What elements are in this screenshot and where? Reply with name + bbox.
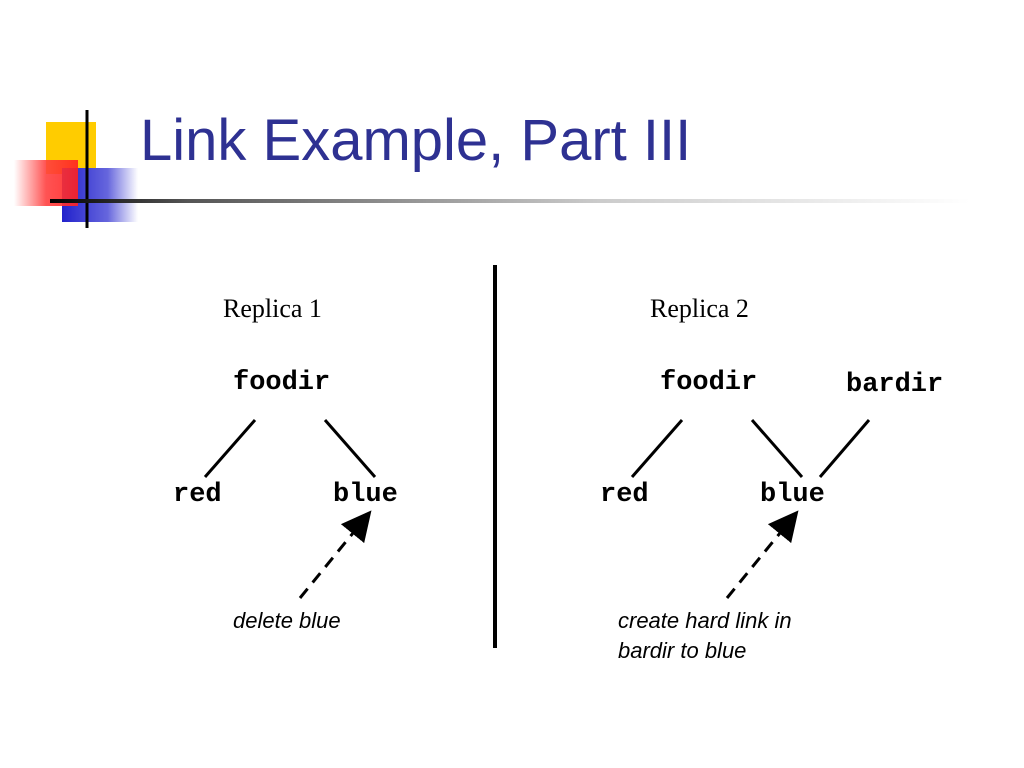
replica-1-label: Replica 1	[223, 294, 322, 323]
replica-1-blue: blue	[333, 480, 398, 510]
edge-foodir-blue-2	[750, 419, 804, 478]
edge-foodir-red-2	[630, 419, 684, 478]
replica-2-bardir: bardir	[846, 370, 944, 400]
replica-2-red: red	[600, 480, 649, 510]
replica-1-foodir: foodir	[233, 368, 331, 398]
replica-1-note: delete blue	[233, 606, 341, 636]
slide-title: Link Example, Part III	[140, 108, 692, 173]
replica-2-note-line-1: create hard link in	[618, 608, 792, 633]
replica-2-label: Replica 2	[650, 294, 749, 323]
replica-2-note-line-2: bardir to blue	[618, 638, 747, 663]
edge-bardir-blue-2	[818, 419, 871, 478]
logo-red-square	[14, 160, 78, 206]
replica-2-foodir: foodir	[660, 368, 758, 398]
replica-1-note-line: delete blue	[233, 608, 341, 633]
replica-2-note: create hard link in bardir to blue	[618, 606, 792, 666]
edge-foodir-blue-1	[323, 419, 377, 478]
title-underline	[50, 199, 970, 203]
edge-foodir-red-1	[203, 419, 257, 478]
delete-arrow	[298, 510, 372, 599]
hardlink-arrow	[725, 510, 799, 599]
replica-2-blue: blue	[760, 480, 825, 510]
replica-1-red: red	[173, 480, 222, 510]
